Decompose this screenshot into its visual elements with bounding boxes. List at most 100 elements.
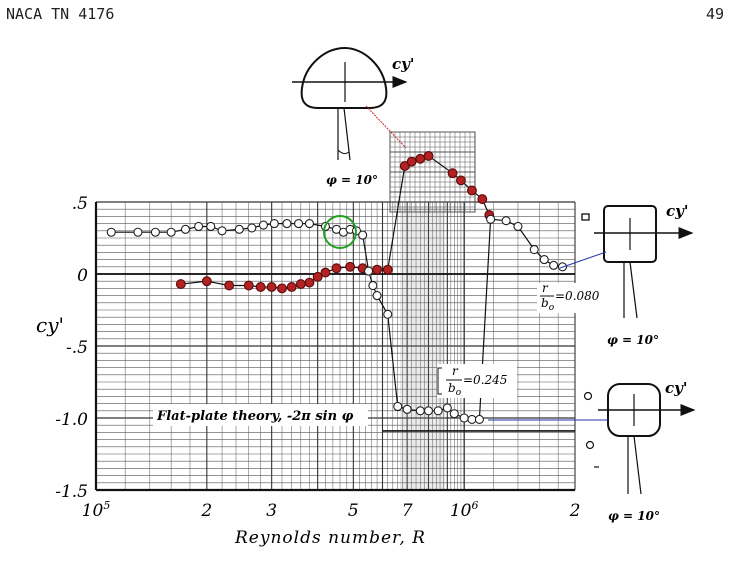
square-symbol: [581, 213, 590, 221]
filled-data-point: [382, 264, 393, 275]
open-data-point: [383, 309, 393, 319]
highlight-circle: [323, 215, 357, 249]
flat-plate-annotation: Flat-plate theory, -2π sin φ: [156, 409, 354, 424]
ratio-low-bracket: [437, 367, 442, 395]
y-tick-label: .5: [72, 194, 88, 214]
grid: [95, 201, 576, 491]
open-data-point: [486, 214, 496, 224]
filled-data-point: [372, 264, 383, 275]
open-data-point: [294, 219, 304, 229]
ratio-high-box: [537, 283, 595, 313]
square-sharp-phi-label: φ = 10°: [607, 333, 659, 347]
filled-data-point: [406, 156, 417, 167]
filled-data-point: [467, 185, 477, 196]
triangle-phi-ref: [343, 107, 351, 161]
open-data-point: [247, 223, 257, 233]
filled-data-point: [255, 282, 266, 292]
open-data-point: [133, 227, 143, 237]
open-data-point: [166, 227, 176, 237]
ratio-low-value: =0.245: [463, 373, 507, 387]
open-data-point: [364, 266, 374, 276]
section-square-rounded: cy' φ = 10°: [598, 379, 696, 523]
ratio-low-box: [437, 364, 517, 398]
open-data-point: [206, 221, 216, 232]
open-data-point: [529, 244, 539, 255]
square-rounded-cy-label: cy': [665, 379, 687, 397]
filled-data-point: [224, 280, 235, 291]
filled-data-point: [286, 282, 297, 292]
triangle-cy-label: cy': [392, 55, 414, 73]
open-data-point: [358, 230, 368, 240]
open-data-point: [217, 226, 227, 236]
open-data-point: [449, 409, 459, 419]
page-number: 49: [706, 5, 725, 23]
open-data-point: [269, 219, 279, 229]
y-tick-label: -1.5: [55, 482, 88, 502]
filled-data-point: [320, 267, 331, 278]
filled-data-point: [175, 279, 186, 290]
filled-data-point: [423, 150, 434, 161]
open-data-point: [513, 221, 523, 232]
filled-data-point: [415, 153, 426, 164]
filled-data-point: [266, 282, 277, 292]
x-tick-label: 3: [266, 501, 277, 521]
filled-data-point: [243, 280, 254, 291]
open-data-point: [180, 224, 191, 234]
section-square-sharp: cy' φ = 10°: [594, 202, 694, 347]
x-tick-label: 2: [200, 501, 212, 521]
y-tick-label: -1.0: [55, 410, 88, 430]
filled-data-point: [455, 175, 466, 186]
filled-data-point: [447, 168, 458, 179]
open-data-point: [150, 227, 160, 237]
y-tick-label: -.5: [66, 338, 88, 358]
open-data-point: [442, 403, 452, 413]
triangle-phi-label: φ = 10°: [326, 173, 378, 187]
x-axis-label: Reynolds number, R: [234, 528, 426, 548]
open-data-point: [474, 414, 484, 424]
filled-data-point: [345, 261, 356, 272]
square-rounded-phi-ref: [633, 435, 642, 495]
flat-plate-box: [153, 404, 368, 426]
open-data-point: [194, 221, 204, 232]
open-data-point: [106, 227, 116, 237]
open-circle-symbol-2: [585, 440, 595, 450]
open-data-point: [501, 216, 511, 226]
x-tick-label: 105: [82, 499, 111, 521]
open-data-point: [467, 414, 477, 424]
filled-data-point: [331, 263, 342, 274]
ratio-high-annotation: r bo =0.080: [540, 281, 600, 313]
x-tick-label: 7: [402, 501, 413, 521]
open-data-point: [368, 280, 378, 291]
open-data-point: [282, 219, 292, 229]
open-data-point: [304, 219, 315, 229]
open-data-point: [549, 260, 559, 270]
leader-blue-upper: [559, 251, 607, 269]
triangle-phi-arrow: [337, 149, 350, 155]
open-data-point: [433, 406, 443, 416]
filled-data-point: [477, 194, 488, 205]
ratio-low-b: bo: [448, 381, 462, 398]
x-tick-label: 2: [569, 501, 581, 521]
ratio-low-r: r: [452, 364, 459, 378]
report-id: NACA TN 4176: [6, 5, 115, 23]
square-rounded-phi-label: φ = 10°: [608, 509, 660, 523]
open-data-point: [258, 220, 269, 230]
open-data-point: [402, 404, 412, 414]
filled-data-point: [304, 277, 315, 288]
open-data-point: [393, 401, 403, 412]
open-data-point: [415, 406, 425, 416]
ratio-low-annotation: r bo =0.245: [437, 364, 507, 398]
ratio-high-value: =0.080: [555, 289, 600, 303]
open-data-point: [459, 413, 469, 423]
open-circle-symbol-1: [583, 391, 593, 401]
open-data-point: [423, 406, 434, 416]
x-tick-label: 5: [348, 501, 359, 521]
filled-data-point: [312, 271, 323, 282]
section-triangle: cy' φ = 10°: [292, 46, 414, 187]
y-axis-label: cy': [36, 313, 64, 337]
square-sharp-cy-label: cy': [666, 202, 688, 220]
ratio-high-r: r: [542, 281, 549, 295]
y-tick-label: 0: [77, 266, 88, 286]
square-sharp-phi-ref: [629, 261, 638, 319]
